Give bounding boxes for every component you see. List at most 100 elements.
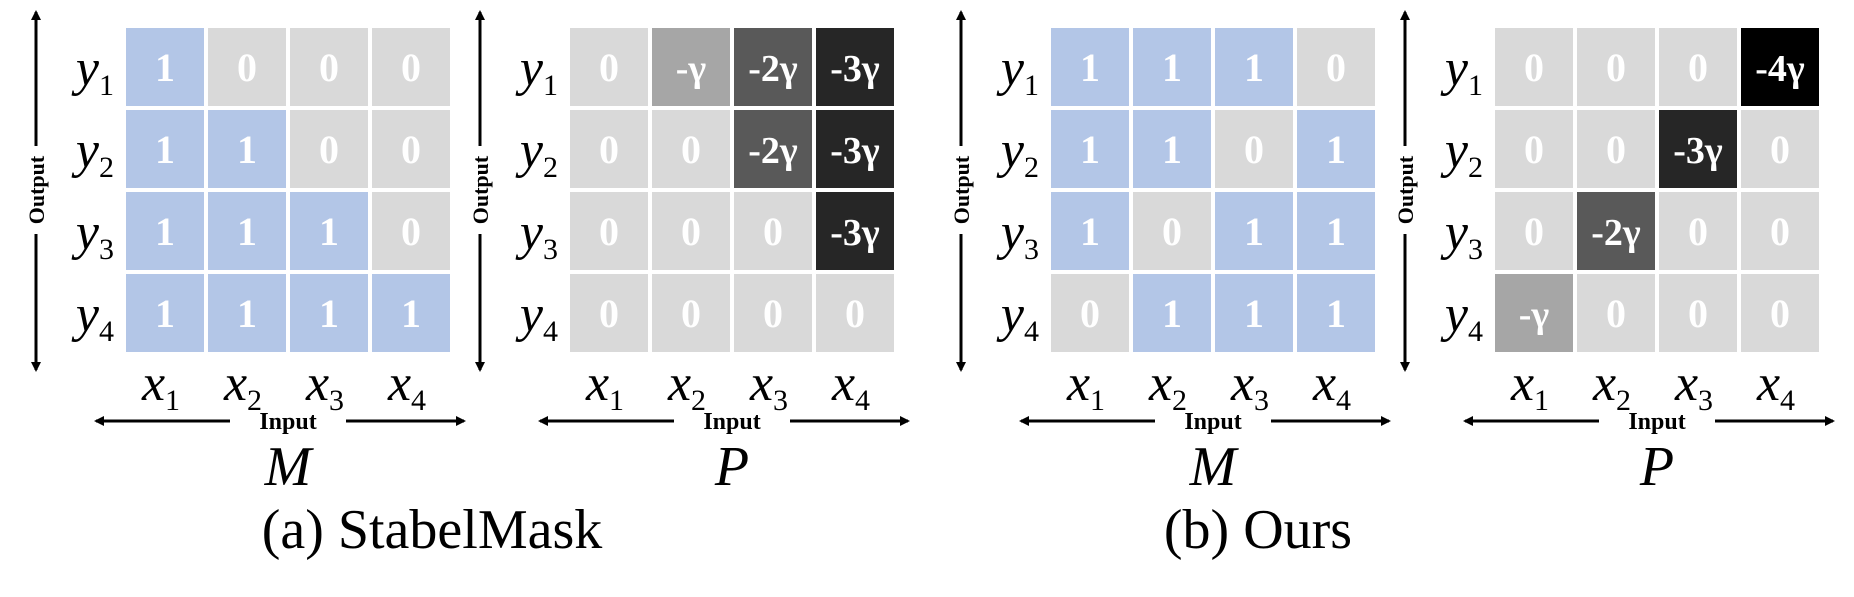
matrix-cell — [816, 274, 894, 352]
matrix-cell — [1215, 192, 1293, 270]
matrix-cell — [1495, 274, 1573, 352]
matrix-cell — [1495, 110, 1573, 188]
matrix-cell-value: 0 — [1162, 209, 1182, 254]
matrix-cell — [652, 110, 730, 188]
matrix-cell-value: 0 — [599, 127, 619, 172]
matrix-cell — [1297, 28, 1375, 106]
col-label: x2 — [1592, 355, 1631, 417]
matrix-cell-value: -2γ — [1591, 212, 1641, 254]
matrix-cell-value: 1 — [1244, 45, 1264, 90]
matrix-symbol: P — [1639, 436, 1674, 498]
matrix-cell — [1051, 28, 1129, 106]
row-label: y4 — [71, 286, 114, 348]
matrix-cell-value: -2γ — [748, 48, 798, 90]
matrix-cell-value: -γ — [676, 48, 707, 90]
matrix-cell-value: 0 — [599, 291, 619, 336]
matrix-cell-value: 0 — [319, 127, 339, 172]
matrix-cell — [208, 192, 286, 270]
matrix-cell — [734, 274, 812, 352]
matrix-cell-value: 0 — [1688, 291, 1708, 336]
matrix-cell — [1133, 28, 1211, 106]
matrix-cell-value: 1 — [155, 127, 175, 172]
matrix-cell-value: -3γ — [830, 130, 880, 172]
col-label: x3 — [305, 355, 344, 417]
matrix-cell — [1495, 28, 1573, 106]
matrix-cell — [1297, 110, 1375, 188]
matrix-cell — [1133, 274, 1211, 352]
matrix-cell-value: 0 — [1688, 45, 1708, 90]
matrix-cell — [1495, 192, 1573, 270]
matrix-cell — [652, 192, 730, 270]
output-axis-label: Output — [24, 155, 49, 224]
matrix-cell-value: -4γ — [1755, 48, 1805, 90]
row-label: y3 — [71, 204, 114, 266]
matrix-cell — [290, 192, 368, 270]
matrix-cell — [816, 110, 894, 188]
row-label: y1 — [515, 40, 558, 102]
matrix-cell-value: 0 — [401, 209, 421, 254]
col-label: x1 — [1066, 355, 1105, 417]
matrix-cell-value: 1 — [237, 127, 257, 172]
matrix-cell — [1577, 28, 1655, 106]
matrix-cell-value: 1 — [1244, 209, 1264, 254]
col-label: x2 — [223, 355, 262, 417]
matrix-symbol: M — [264, 436, 315, 498]
matrix-cell-value: 0 — [763, 209, 783, 254]
col-label: x4 — [387, 355, 426, 417]
matrix-cell-value: 0 — [1524, 209, 1544, 254]
matrix-cell — [126, 28, 204, 106]
matrix-cell — [652, 274, 730, 352]
output-axis-label: Output — [1393, 155, 1418, 224]
input-axis-label: Input — [259, 409, 316, 435]
matrix-cell — [1659, 274, 1737, 352]
matrix-cell-value: 1 — [1080, 209, 1100, 254]
matrix-cell-value: 1 — [1244, 291, 1264, 336]
matrix-cell — [1577, 274, 1655, 352]
row-label: y2 — [996, 122, 1039, 184]
matrix-cell-value: 0 — [599, 45, 619, 90]
matrix-cell-value: 1 — [1326, 291, 1346, 336]
matrix-cell — [734, 28, 812, 106]
matrix-cell-value: -3γ — [1673, 130, 1723, 172]
matrix-cell — [126, 192, 204, 270]
matrix-cell — [290, 110, 368, 188]
matrix-cell — [1741, 274, 1819, 352]
matrix-cell-value: 1 — [155, 45, 175, 90]
matrix-cell — [1741, 192, 1819, 270]
output-axis-label: Output — [949, 155, 974, 224]
input-axis-label: Input — [1184, 409, 1241, 435]
matrix-cell — [816, 28, 894, 106]
matrix-cell — [816, 192, 894, 270]
matrix-cell-value: 0 — [845, 291, 865, 336]
row-label: y3 — [515, 204, 558, 266]
col-label: x1 — [1510, 355, 1549, 417]
matrix-cell-value: 0 — [1524, 45, 1544, 90]
matrix-cell — [372, 274, 450, 352]
matrix-symbol: P — [714, 436, 749, 498]
matrix-cell — [1659, 110, 1737, 188]
matrix-cell-value: 1 — [319, 209, 339, 254]
matrix-cell — [126, 274, 204, 352]
matrix-cell — [1577, 110, 1655, 188]
row-label: y1 — [1440, 40, 1483, 102]
matrix-cell-value: 0 — [681, 209, 701, 254]
matrix-cell-value: 0 — [1770, 209, 1790, 254]
matrix-cell — [570, 192, 648, 270]
matrix-cell-value: 0 — [1524, 127, 1544, 172]
matrix-cell — [208, 28, 286, 106]
matrix-cell — [1659, 28, 1737, 106]
matrix-cell — [208, 274, 286, 352]
matrix-cell-value: 1 — [1162, 45, 1182, 90]
matrix-cell — [1215, 274, 1293, 352]
matrix-cell — [1297, 192, 1375, 270]
matrix-cell — [372, 192, 450, 270]
row-label: y3 — [1440, 204, 1483, 266]
matrix-cell-value: 0 — [319, 45, 339, 90]
matrix-cell-value: 0 — [1244, 127, 1264, 172]
matrix-cell — [1741, 110, 1819, 188]
matrix-cell — [734, 192, 812, 270]
matrix-cell — [126, 110, 204, 188]
matrix-cell — [570, 28, 648, 106]
matrix-cell — [1133, 110, 1211, 188]
